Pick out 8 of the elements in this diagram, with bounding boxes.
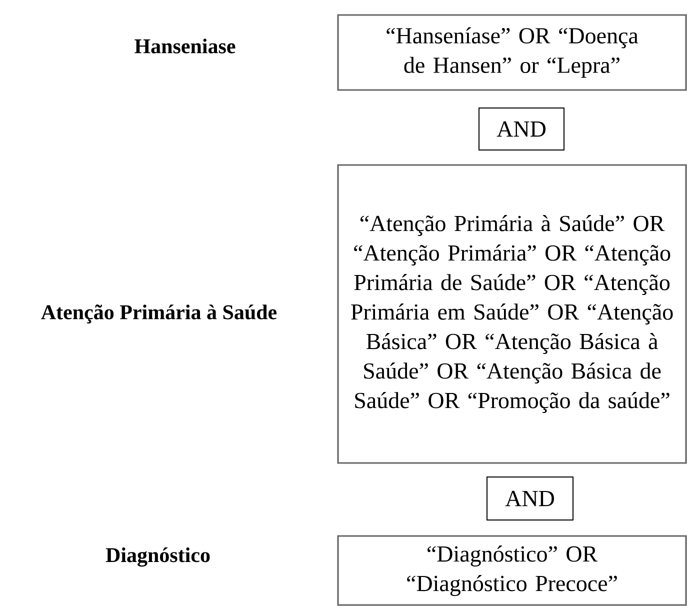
search-term-box: “Hanseníase” OR “Doença de Hansen” or “Lepra” bbox=[337, 14, 687, 91]
operator-box: AND bbox=[486, 476, 574, 520]
row-label: Hanseniase bbox=[134, 38, 236, 54]
search-term-box: “Atenção Primária à Saúde” OR “Atenção Primária” OR “Atenção Primária de Saúde” OR “Atenção Primária em Saúde” OR “Atenção Básica” OR “Atenção Básica à Saúde” OR “Atenção Básica de Saúde” OR “Promoção da saúde” bbox=[337, 164, 687, 464]
operator-box: AND bbox=[478, 108, 564, 150]
row-label: Atenção Primária à Saúde bbox=[41, 304, 277, 324]
search-term-box: “Diagnóstico” OR “Diagnóstico Precoce” bbox=[337, 535, 687, 606]
row-label: Diagnóstico bbox=[106, 547, 210, 567]
